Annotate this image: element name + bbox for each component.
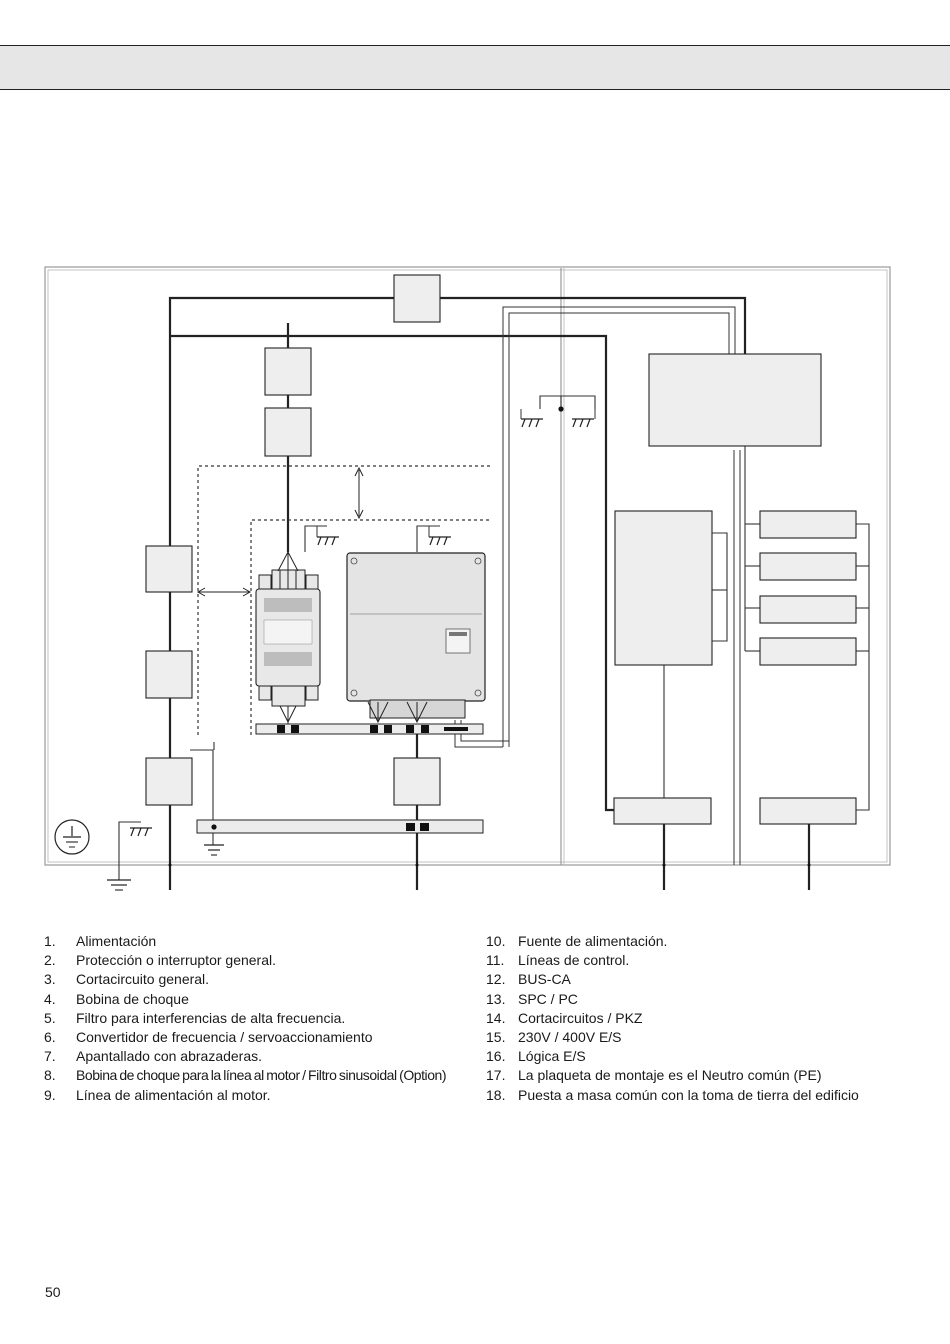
logic-io-box xyxy=(759,797,857,825)
clamp-bars xyxy=(196,723,484,834)
legend-num: 9. xyxy=(44,1086,56,1103)
legend-num: 14. xyxy=(486,1009,506,1026)
legend-item: 11. Líneas de control. xyxy=(486,951,896,970)
legend-num: 8. xyxy=(44,1067,56,1084)
breaker-box xyxy=(613,797,712,825)
legend-num: 5. xyxy=(44,1009,56,1026)
frequency-converter xyxy=(346,552,486,724)
legend-item: 13. SPC / PC xyxy=(486,990,896,1009)
legend-text: SPC / PC xyxy=(518,990,578,1007)
legend-left: 1. Alimentación 2. Protección o interrupto… xyxy=(44,932,454,1105)
legend-item: 10. Fuente de alimentación. xyxy=(486,932,896,951)
control-wiring xyxy=(118,395,870,880)
component-boxes xyxy=(145,274,857,825)
legend-item: 3. Cortacircuito general. xyxy=(44,970,454,989)
emi-filter xyxy=(255,551,321,724)
legend-text: Puesta a masa común con la toma de tierr… xyxy=(518,1086,859,1103)
legend-item: 5. Filtro para interferencias de alta fre… xyxy=(44,1009,454,1028)
legend-text: Fuente de alimentación. xyxy=(518,933,668,949)
legend-item: 6. Convertidor de frecuencia / servoaccio… xyxy=(44,1028,454,1047)
legend-item: 9. Línea de alimentación al motor. xyxy=(44,1086,454,1105)
legend-text: Alimentación xyxy=(76,933,157,949)
control-box-left-1 xyxy=(145,545,193,593)
legend-text: Filtro para interferencias de alta frecu… xyxy=(76,1009,346,1026)
legend-text: Lógica E/S xyxy=(518,1048,586,1065)
legend-num: 17. xyxy=(486,1067,506,1084)
legend-text: Apantallado con abrazaderas. xyxy=(76,1048,263,1065)
legend-text: Protección o interruptor general. xyxy=(76,952,276,969)
legend-num: 3. xyxy=(44,971,56,988)
legend-item: 4. Bobina de choque xyxy=(44,990,454,1009)
legend-item: 2. Protección o interruptor general. xyxy=(44,951,454,970)
power-protection-box xyxy=(393,274,441,323)
io-module-4 xyxy=(759,637,857,666)
legend-num: 1. xyxy=(44,933,56,949)
power-supply-box xyxy=(648,353,822,447)
io-module-2 xyxy=(759,552,857,581)
legend-text: La plaqueta de montaje es el Neutro comú… xyxy=(518,1067,822,1084)
legend-num: 4. xyxy=(44,990,56,1007)
legend-text: BUS-CA xyxy=(518,971,571,988)
legend-item: 8. Bobina de choque para la línea al moto… xyxy=(44,1066,454,1085)
output-choke-box xyxy=(145,757,193,806)
io-module-3 xyxy=(759,595,857,624)
legend-right: 10. Fuente de alimentación. 11. Líneas de … xyxy=(486,932,896,1105)
header-band xyxy=(0,45,950,90)
legend-item: 15. 230V / 400V E/S xyxy=(486,1028,896,1047)
page-number: 50 xyxy=(45,1284,61,1300)
legend-item: 7. Apantallado con abrazaderas. xyxy=(44,1047,454,1066)
legend-num: 11. xyxy=(486,952,505,969)
cabinet-panels xyxy=(44,266,891,866)
legend-item: 1. Alimentación xyxy=(44,932,454,951)
legend-num: 18. xyxy=(486,1086,506,1103)
control-box-left-2 xyxy=(145,650,193,699)
io-module-1 xyxy=(759,510,857,539)
legend-text: Línea de alimentación al motor. xyxy=(76,1086,271,1103)
ground-symbols xyxy=(54,409,596,891)
legend-text: Líneas de control. xyxy=(518,952,630,969)
legend-item: 18. Puesta a masa común con la toma de ti… xyxy=(486,1086,896,1105)
legend-num: 10. xyxy=(486,933,506,949)
choke-box xyxy=(264,407,312,457)
legend-num: 12. xyxy=(486,971,506,988)
legend-text: 230V / 400V E/S xyxy=(518,1029,622,1046)
legend-num: 15. xyxy=(486,1029,506,1046)
motor-line-box xyxy=(393,757,441,806)
shield-zones xyxy=(197,465,491,735)
legend-item: 17. La plaqueta de montaje es el Neutro c… xyxy=(486,1066,896,1085)
plc-box xyxy=(614,510,713,666)
legend-num: 16. xyxy=(486,1048,506,1065)
junction-dots xyxy=(168,406,811,867)
legend-text: Cortacircuito general. xyxy=(76,971,210,988)
legend-num: 7. xyxy=(44,1048,56,1065)
legend-item: 14. Cortacircuitos / PKZ xyxy=(486,1009,896,1028)
legend-num: 13. xyxy=(486,990,506,1007)
legend-num: 2. xyxy=(44,952,56,969)
legend-text: Cortacircuitos / PKZ xyxy=(518,1009,643,1026)
legend-item: 16. Lógica E/S xyxy=(486,1047,896,1066)
legend-item: 12. BUS-CA xyxy=(486,970,896,989)
legend-num: 6. xyxy=(44,1029,56,1046)
legend-text: Convertidor de frecuencia / servoacciona… xyxy=(76,1029,373,1046)
legend-text: Bobina de choque xyxy=(76,990,189,1007)
shielded-cables xyxy=(454,306,741,865)
main-fuse-box xyxy=(264,347,312,396)
legend-text: Bobina de choque para la línea al motor … xyxy=(76,1067,447,1084)
distance-arrows xyxy=(196,466,364,597)
